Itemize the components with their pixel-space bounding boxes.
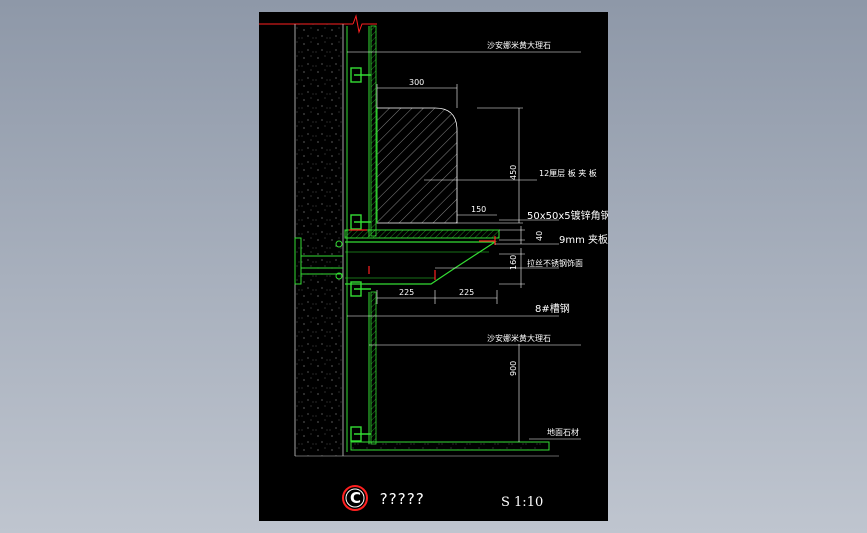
- dim-150: 150: [471, 205, 486, 214]
- label-marble-bottom: 沙安娜米黄大理石: [487, 333, 551, 343]
- concrete-wall: [294, 24, 344, 456]
- dim-160: 160: [509, 255, 518, 270]
- badge-letter: C: [350, 489, 361, 507]
- detail-badge: C: [342, 485, 368, 511]
- dim-300: 300: [409, 78, 424, 87]
- label-stainless: 拉丝不锈钢饰面: [527, 258, 583, 268]
- dim-225-right: 225: [459, 288, 474, 297]
- floor-slab: [295, 441, 559, 457]
- dim-450: 450: [509, 165, 518, 180]
- label-marble-top: 沙安娜米黄大理石: [487, 40, 551, 50]
- label-plate: 9mm 夹板: [559, 233, 608, 246]
- ledge-assembly: [344, 229, 500, 285]
- bracket-icon: [350, 281, 371, 297]
- board-block: [376, 107, 458, 224]
- anchor-brackets: [350, 67, 371, 442]
- dim-40: 40: [535, 231, 544, 241]
- label-channel-steel: 8#槽钢: [535, 302, 570, 315]
- dim-900: 900: [509, 361, 518, 376]
- label-angle-steel: 50x50x5镀锌角钢: [527, 209, 608, 222]
- drawing-scale: S 1:10: [501, 495, 543, 510]
- dimension-lines: [347, 51, 581, 442]
- drawing-title: ?????: [379, 490, 424, 508]
- wall-cladding: [346, 25, 377, 452]
- bracket-icon: [350, 67, 371, 83]
- bracket-icon: [350, 214, 371, 230]
- bracket-icon: [350, 426, 371, 442]
- dim-225-left: 225: [399, 288, 414, 297]
- label-floor-stone: 地面石材: [547, 427, 579, 437]
- section-detail-drawing: 沙安娜米黄大理石 12厘层 板 夹 板 50x50x5镀锌角钢 9mm 夹板 拉…: [259, 14, 608, 511]
- label-board: 12厘层 板 夹 板: [539, 168, 597, 178]
- drawing-sheet: 沙安娜米黄大理石 12厘层 板 夹 板 50x50x5镀锌角钢 9mm 夹板 拉…: [259, 12, 608, 521]
- channel-steel: [294, 237, 343, 285]
